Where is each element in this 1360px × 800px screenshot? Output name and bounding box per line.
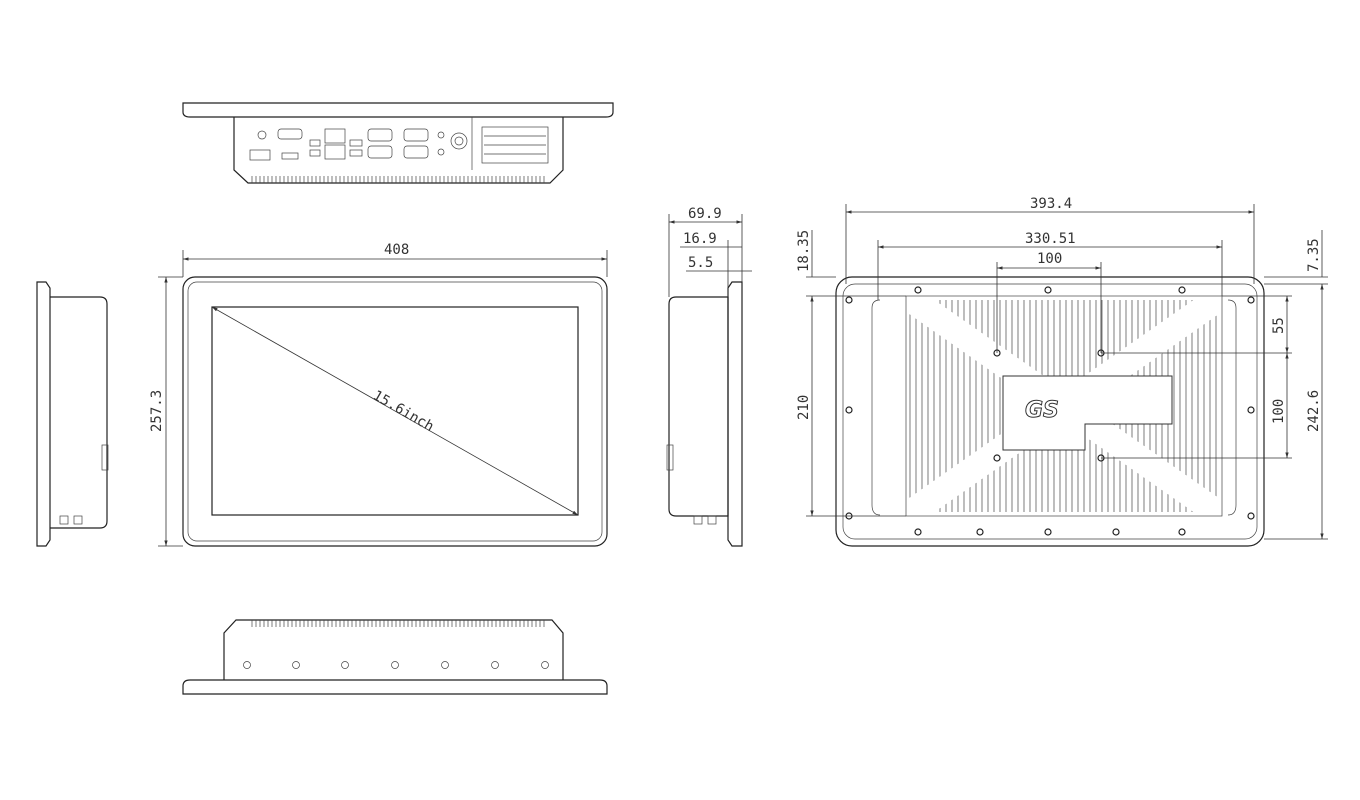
screw-hole <box>1178 286 1186 294</box>
screw-hole <box>1112 528 1120 536</box>
screw-hole <box>1044 528 1052 536</box>
depth-label: 69.9 <box>688 206 722 222</box>
width-label: 408 <box>384 242 409 258</box>
top-view-ports <box>182 102 614 184</box>
left-side-view <box>36 281 109 547</box>
screw-hole <box>1044 286 1052 294</box>
right-side-view: 69.9 16.9 5.5 <box>666 206 752 547</box>
top-offset-right-label: 7.35 <box>1306 238 1322 272</box>
height-label: 257.3 <box>149 390 165 432</box>
vesa-height-label: 100 <box>1271 399 1287 424</box>
heatsink-width-label: 330.51 <box>1025 231 1076 247</box>
body-offset-label: 16.9 <box>683 231 717 247</box>
front-view: 15.6inch 408 257.3 <box>149 242 608 547</box>
screw-hole <box>541 661 549 669</box>
screw-hole <box>243 661 251 669</box>
bottom-view <box>182 619 608 695</box>
screw-hole <box>993 454 1001 462</box>
vesa-top-offset-label: 55 <box>1271 317 1287 334</box>
screw-hole <box>391 661 399 669</box>
top-offset-left-label: 18.35 <box>796 230 812 272</box>
screw-hole <box>845 296 853 304</box>
screw-hole <box>1247 512 1255 520</box>
screw-hole <box>1247 406 1255 414</box>
screw-hole <box>845 406 853 414</box>
screw-hole <box>914 528 922 536</box>
overall-width-label: 393.4 <box>1030 196 1072 212</box>
screw-hole <box>491 661 499 669</box>
overall-height-label: 242.6 <box>1306 390 1322 432</box>
screw-hole <box>976 528 984 536</box>
rear-view: GS 393.4 330.51 100 18.35 210 55 100 7.3… <box>796 196 1328 547</box>
screw-hole <box>441 661 449 669</box>
screw-hole <box>1247 296 1255 304</box>
rear-logo: GS <box>1025 398 1059 423</box>
vesa-width-label: 100 <box>1037 251 1062 267</box>
diagonal-label: 15.6inch <box>370 388 436 436</box>
bezel-label: 5.5 <box>688 255 713 271</box>
screw-hole <box>1178 528 1186 536</box>
screw-hole <box>914 286 922 294</box>
screw-hole <box>341 661 349 669</box>
left-height-label: 210 <box>796 395 812 420</box>
screw-hole <box>292 661 300 669</box>
